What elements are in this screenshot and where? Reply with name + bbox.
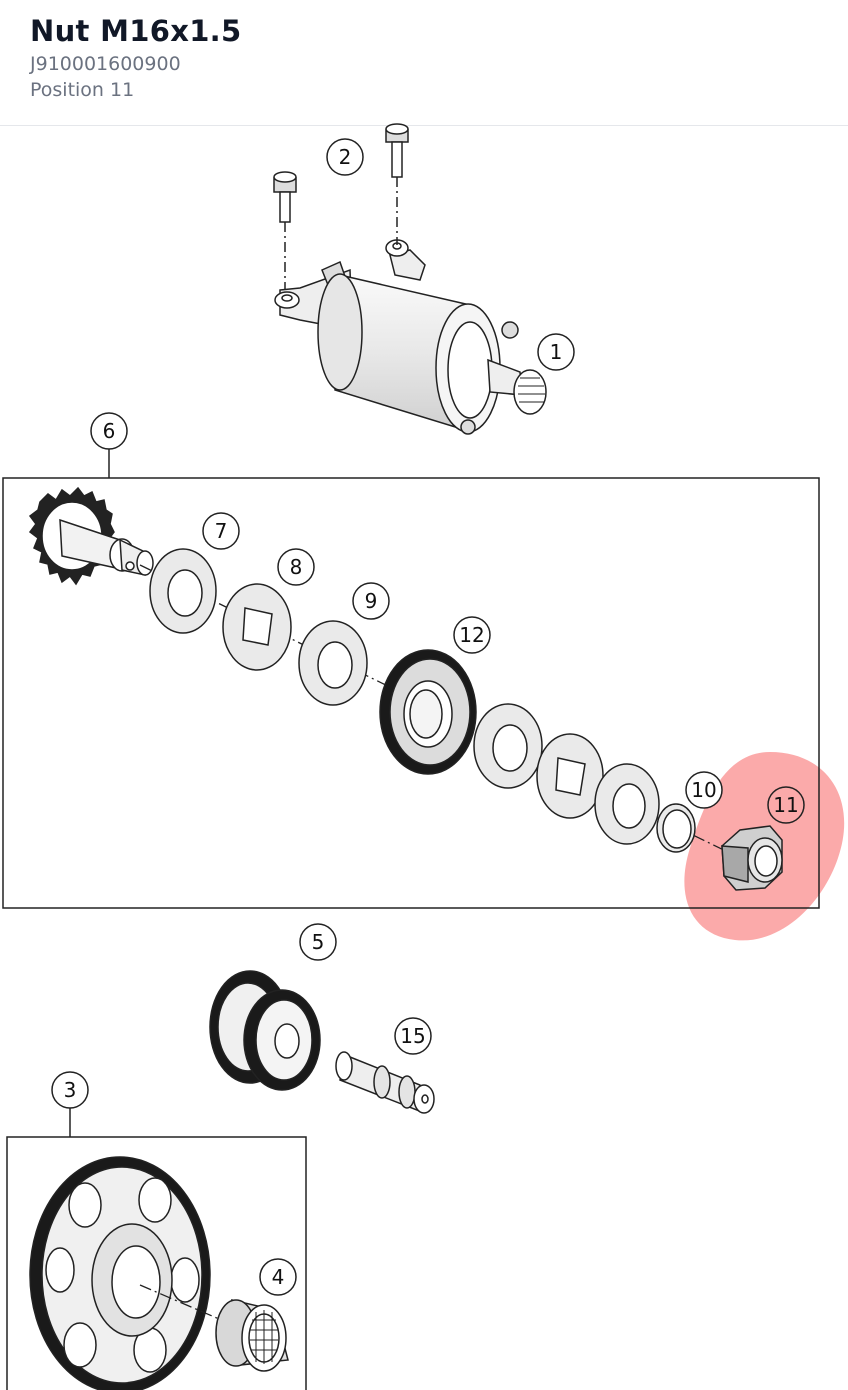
group-box-6 [2,477,820,909]
svg-text:11: 11 [773,793,798,817]
callout-7[interactable]: 7 [202,512,240,550]
part-title: Nut M16x1.5 [30,14,242,48]
svg-text:2: 2 [339,145,352,169]
callout-12[interactable]: 12 [453,616,491,654]
lock-washer-b[interactable] [536,733,604,819]
lock-washer-8[interactable] [222,583,292,671]
callout-2[interactable]: 2 [326,138,364,176]
callout-11[interactable]: 11 [767,786,805,824]
svg-text:15: 15 [400,1024,425,1048]
svg-text:10: 10 [691,778,716,802]
callout-3[interactable]: 3 [51,1071,89,1109]
mounting-bolts[interactable] [273,123,409,290]
svg-text:9: 9 [365,589,378,613]
nut-11[interactable] [721,825,783,891]
callout-6[interactable]: 6 [90,412,128,450]
callout-1[interactable]: 1 [537,333,575,371]
callout-10[interactable]: 10 [685,771,723,809]
part-number: J910001600900 [30,53,181,75]
callout-15[interactable]: 15 [394,1017,432,1055]
part-header: Nut M16x1.5 J910001600900 Position 11 [0,0,848,126]
callout-8[interactable]: 8 [277,548,315,586]
svg-text:1: 1 [550,340,563,364]
washer-a[interactable] [473,703,543,789]
idler-shaft-gear[interactable] [28,486,154,586]
double-gear-5[interactable] [209,970,321,1091]
washer-c[interactable] [594,763,660,845]
svg-text:7: 7 [215,519,228,543]
needle-bearing-4[interactable] [215,1299,289,1372]
svg-text:12: 12 [459,623,484,647]
svg-text:3: 3 [64,1078,77,1102]
starter-motor[interactable] [274,239,547,435]
idler-gear-12[interactable] [379,649,477,775]
shaft-15[interactable] [335,1051,435,1114]
washer-7[interactable] [149,548,217,634]
callout-9[interactable]: 9 [352,582,390,620]
svg-text:5: 5 [312,930,325,954]
callout-5[interactable]: 5 [299,923,337,961]
svg-text:6: 6 [103,419,116,443]
group-box-3 [6,1136,307,1390]
large-gear-3[interactable] [29,1156,211,1390]
washer-9[interactable] [298,620,368,706]
svg-text:8: 8 [290,555,303,579]
svg-text:4: 4 [272,1265,285,1289]
callout-4[interactable]: 4 [259,1258,297,1296]
o-ring-10[interactable] [656,803,696,853]
position-label: Position 11 [30,79,135,101]
